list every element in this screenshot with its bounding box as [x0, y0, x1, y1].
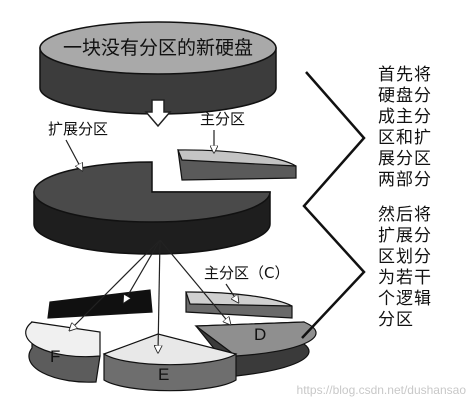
step-bracket	[301, 71, 366, 339]
label-d: D	[254, 325, 266, 344]
note-step2-line: 为若干	[378, 268, 432, 288]
note-step1-line: 硬盘分	[378, 86, 432, 106]
arrow-to-f	[70, 239, 161, 330]
down-arrow-icon	[144, 99, 172, 128]
note-step2-line: 分区	[378, 310, 414, 330]
note-step2-line: 然后将	[378, 205, 432, 225]
arrow-to-primary-c	[225, 283, 238, 302]
new-disk	[39, 21, 277, 115]
note-step1-line: 首先将	[378, 65, 432, 85]
note-step1-line: 两部分	[378, 170, 432, 190]
note-step1-line: 区和扩	[378, 128, 432, 148]
label-primary-c: 主分区（C）	[204, 264, 289, 282]
note-step2-line: 扩展分	[378, 226, 432, 246]
disk-title: 一块没有分区的新硬盘	[63, 37, 253, 59]
partitioned-disk	[33, 149, 297, 255]
label-f: F	[50, 347, 60, 366]
note-step1: 首先将 硬盘分 成主分 区和扩 展分区 两部分	[378, 65, 432, 190]
logical-partitions	[25, 289, 317, 392]
arrow-to-e	[158, 239, 160, 352]
note-step2: 然后将 扩展分 区划分 为若干 个逻辑 分区	[378, 205, 432, 330]
note-step1-line: 展分区	[378, 149, 432, 169]
label-e: E	[158, 365, 169, 384]
note-step2-line: 区划分	[378, 247, 432, 267]
note-step2-line: 个逻辑	[378, 289, 432, 309]
note-step1-line: 成主分	[378, 107, 432, 127]
arrow-to-back-slice	[124, 239, 161, 302]
label-extended-partition: 扩展分区	[48, 120, 108, 138]
arrow-to-d	[159, 239, 230, 324]
watermark: https://blog.csdn.net/dushansao	[297, 383, 467, 397]
split-arrows	[70, 239, 230, 352]
arrow-to-extended	[65, 139, 82, 170]
label-primary-partition: 主分区	[200, 110, 245, 128]
